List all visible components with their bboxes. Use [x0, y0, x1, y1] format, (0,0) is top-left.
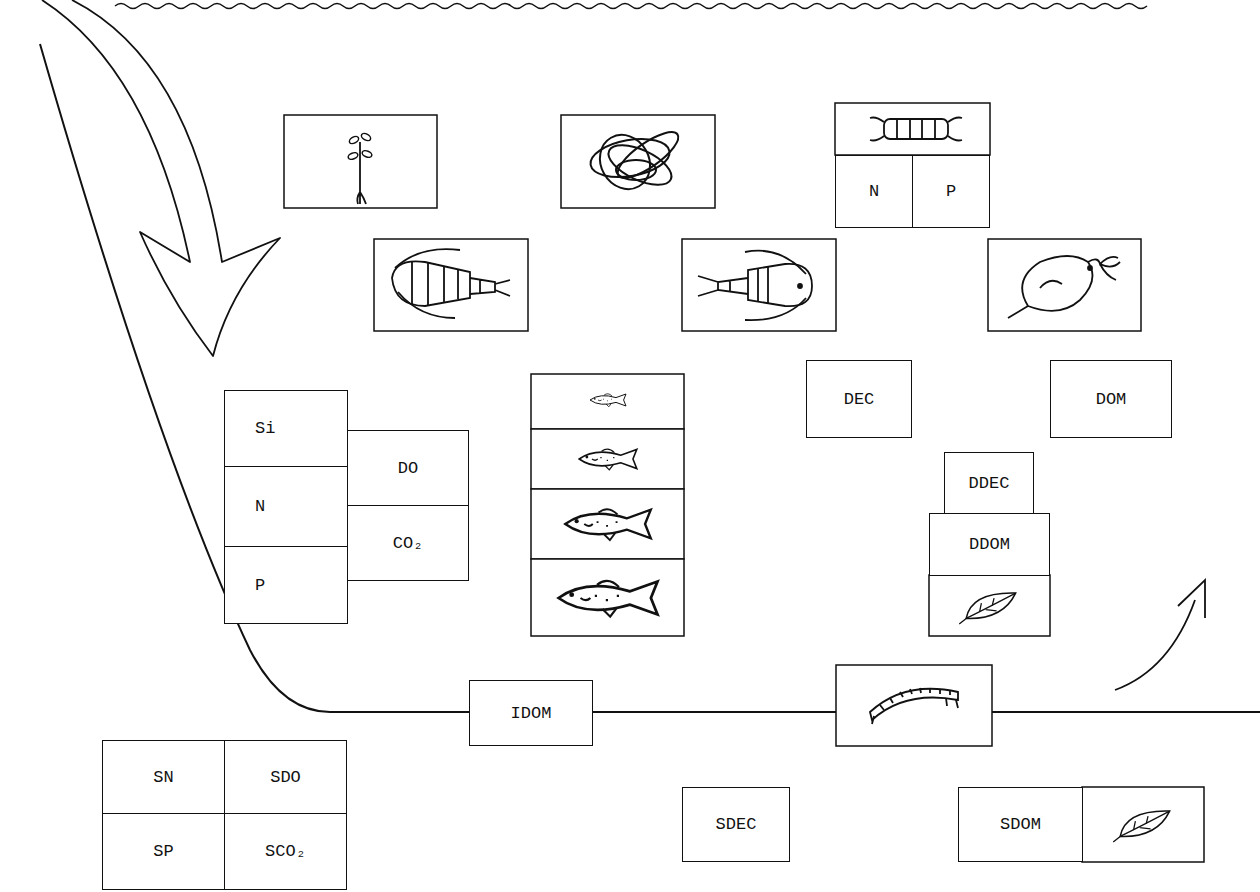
box-label: CO₂	[393, 534, 424, 553]
box-label: DOM	[1096, 390, 1127, 409]
box-label: P	[946, 182, 956, 201]
state-box: DDEC	[944, 452, 1034, 514]
box-label: DDEC	[969, 474, 1010, 493]
state-box: DEC	[806, 360, 912, 438]
state-box: SN	[102, 740, 225, 814]
box-label: SDO	[270, 768, 301, 787]
box-label: SCO₂	[265, 842, 306, 861]
box-label: SDEC	[716, 815, 757, 834]
box-label: N	[869, 182, 879, 201]
state-box: SP	[102, 813, 225, 890]
box-label: IDOM	[511, 704, 552, 723]
state-box: N	[224, 466, 348, 547]
state-box: SDO	[224, 740, 347, 814]
state-box: SDOM	[958, 787, 1083, 862]
state-box: IDOM	[469, 680, 593, 746]
state-box: P	[912, 155, 990, 228]
state-box: N	[835, 155, 913, 228]
box-label: N	[255, 497, 265, 516]
state-box: SCO₂	[224, 813, 347, 890]
box-label: SDOM	[1000, 815, 1041, 834]
box-label: P	[255, 576, 265, 595]
box-label: DDOM	[969, 535, 1010, 554]
state-box: DOM	[1050, 360, 1172, 438]
box-label: Si	[255, 419, 275, 438]
box-label: SP	[153, 842, 173, 861]
state-box: SDEC	[682, 787, 790, 862]
state-box: CO₂	[347, 505, 469, 581]
state-box: DO	[347, 430, 469, 506]
box-label: DO	[398, 459, 418, 478]
box-label: SN	[153, 768, 173, 787]
state-box: Si	[224, 390, 348, 467]
state-box: P	[224, 546, 348, 624]
box-label: DEC	[844, 390, 875, 409]
state-box: DDOM	[929, 513, 1050, 576]
